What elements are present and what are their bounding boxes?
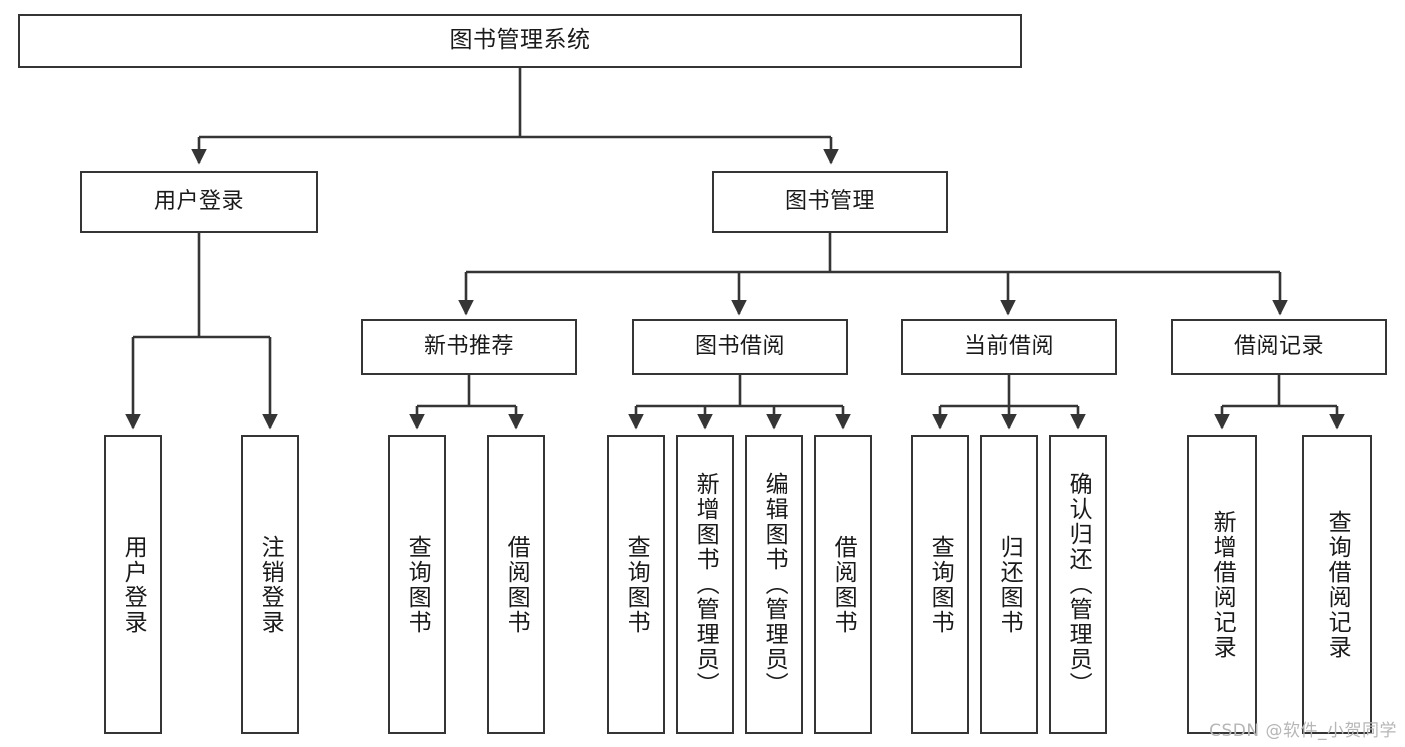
- leaf-return-book[interactable]: 归还图书: [980, 435, 1038, 734]
- node-label: 图书借阅: [694, 334, 785, 360]
- node-label: 编辑图书（管理员）: [761, 472, 788, 697]
- leaf-logout[interactable]: 注销登录: [241, 435, 299, 734]
- leaf-confirm-return-admin[interactable]: 确认归还（管理员）: [1049, 435, 1107, 734]
- node-current-borrow[interactable]: 当前借阅: [901, 319, 1117, 375]
- node-label: 新增借阅记录: [1209, 509, 1236, 660]
- leaf-edit-book-admin[interactable]: 编辑图书（管理员）: [745, 435, 803, 734]
- node-new-book-recommend[interactable]: 新书推荐: [361, 319, 577, 375]
- node-label: 注销登录: [257, 534, 284, 635]
- leaf-user-login[interactable]: 用户登录: [104, 435, 162, 734]
- node-label: 当前借阅: [963, 334, 1054, 360]
- leaf-query-book-current[interactable]: 查询图书: [911, 435, 969, 734]
- node-label: 用户登录: [153, 189, 244, 215]
- node-label: 查询图书: [623, 534, 650, 635]
- node-label: 借阅图书: [503, 534, 530, 635]
- node-borrow-record[interactable]: 借阅记录: [1171, 319, 1387, 375]
- node-label: 查询图书: [404, 534, 431, 635]
- node-label: 新增图书（管理员）: [692, 472, 719, 697]
- node-user-login[interactable]: 用户登录: [80, 171, 318, 233]
- leaf-query-borrow-record[interactable]: 查询借阅记录: [1302, 435, 1372, 734]
- node-root-book-management-system[interactable]: 图书管理系统: [18, 14, 1022, 68]
- node-book-borrow[interactable]: 图书借阅: [632, 319, 848, 375]
- leaf-add-borrow-record[interactable]: 新增借阅记录: [1187, 435, 1257, 734]
- node-label: 确认归还（管理员）: [1065, 472, 1092, 697]
- watermark-text: CSDN @软件_小贺同学: [1209, 721, 1397, 741]
- leaf-query-book-recommend[interactable]: 查询图书: [388, 435, 446, 734]
- node-label: 借阅图书: [830, 534, 857, 635]
- leaf-borrow-book-recommend[interactable]: 借阅图书: [487, 435, 545, 734]
- leaf-query-book-borrow[interactable]: 查询图书: [607, 435, 665, 734]
- node-label: 借阅记录: [1233, 334, 1324, 360]
- node-label: 查询图书: [927, 534, 954, 635]
- leaf-borrow-book[interactable]: 借阅图书: [814, 435, 872, 734]
- leaf-add-book-admin[interactable]: 新增图书（管理员）: [676, 435, 734, 734]
- node-label: 图书管理系统: [449, 27, 591, 54]
- node-label: 新书推荐: [423, 334, 514, 360]
- node-book-management[interactable]: 图书管理: [712, 171, 948, 233]
- node-label: 图书管理: [784, 189, 875, 215]
- node-label: 归还图书: [996, 534, 1023, 635]
- node-label: 查询借阅记录: [1324, 509, 1351, 660]
- node-label: 用户登录: [120, 534, 147, 635]
